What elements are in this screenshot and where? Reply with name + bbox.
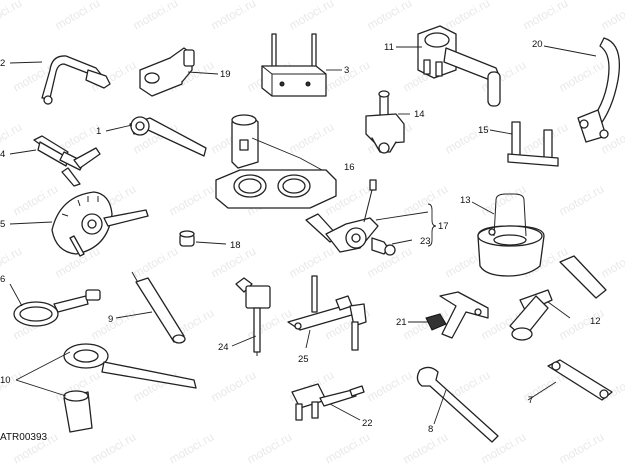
callout-7: 7	[528, 395, 533, 406]
callout-12: 12	[590, 316, 601, 327]
callout-3: 3	[344, 65, 349, 76]
tool-16-socket-ring	[215, 114, 337, 209]
watermark-text: motoci.ru	[365, 0, 415, 33]
tool-2-hook	[41, 55, 111, 105]
tool-1-flat-wrench	[129, 116, 207, 157]
callout-1: 1	[96, 126, 101, 137]
tool-10-nut-wrench	[63, 343, 197, 433]
callout-14: 14	[414, 109, 425, 120]
callout-10: 10	[0, 375, 11, 386]
tool-20-arc	[577, 37, 621, 143]
tool-18-bushing	[179, 230, 195, 247]
tool-12-handle	[509, 255, 607, 341]
watermark-text: motoci.ru	[131, 244, 181, 281]
callout-16: 16	[344, 162, 355, 173]
watermark-text: motoci.ru	[245, 306, 295, 343]
tool-11-crank	[417, 25, 501, 107]
callout-21: 21	[396, 317, 407, 328]
tool-9-punch	[131, 271, 186, 344]
watermark-text: motoci.ru	[557, 182, 607, 219]
callout-17: 17	[438, 221, 449, 232]
tool-14-puller	[365, 90, 405, 154]
watermark-text: motoci.ru	[557, 58, 607, 95]
tool-6-strap-wrench	[13, 289, 101, 327]
callout-8: 8	[428, 424, 433, 435]
watermark-text: motoci.ru	[401, 430, 451, 467]
leader-lines	[9, 45, 597, 425]
watermark-text: motoci.ru	[599, 244, 625, 281]
tool-15-plates	[507, 121, 559, 167]
tool-19-socket	[139, 47, 195, 97]
watermark-text: motoci.ru	[209, 0, 259, 33]
watermark-text: motoci.ru	[0, 368, 24, 405]
watermark-text: motoci.ru	[443, 0, 493, 33]
watermark-text: motoci.ru	[167, 430, 217, 467]
tool-4-t-handle	[33, 135, 101, 187]
watermark-text: motoci.ru	[89, 430, 139, 467]
tool-3-bracket	[261, 33, 327, 97]
watermark-text: motoci.ru	[131, 0, 181, 33]
watermark-text: motoci.ru	[287, 0, 337, 33]
tool-7-flat-bar	[547, 359, 613, 401]
tool-21-angle-bracket	[425, 291, 489, 339]
watermark-text: motoci.ru	[11, 182, 61, 219]
callout-2: 2	[0, 58, 5, 69]
watermark-text: motoci.ru	[89, 306, 139, 343]
callout-18: 18	[230, 240, 241, 251]
callout-20: 20	[532, 39, 543, 50]
tool-13-drum-puller	[477, 193, 545, 277]
tool-25-bridge-gauge	[287, 275, 367, 351]
callout-19: 19	[220, 69, 231, 80]
callout-13: 13	[460, 195, 471, 206]
watermark-text: motoci.ru	[365, 368, 415, 405]
watermark-text: motoci.ru	[245, 430, 295, 467]
callout-4: 4	[0, 149, 5, 160]
watermark-text: motoci.ru	[0, 0, 24, 33]
watermark-text: motoci.ru	[323, 58, 373, 95]
watermark-text: motoci.ru	[209, 368, 259, 405]
callout-23: 23	[420, 236, 431, 247]
callout-22: 22	[362, 418, 373, 429]
watermark-text: motoci.ru	[323, 430, 373, 467]
watermark-text: motoci.ru	[287, 120, 337, 157]
watermark-text: motoci.ru	[53, 0, 103, 33]
callout-25: 25	[298, 354, 309, 365]
callout-9: 9	[108, 314, 113, 325]
watermark-text: motoci.ru	[557, 430, 607, 467]
watermark-text: motoci.ru	[479, 182, 529, 219]
callout-6: 6	[0, 274, 5, 285]
callout-5: 5	[0, 219, 5, 230]
callout-24: 24	[218, 342, 229, 353]
watermark-text: motoci.ru	[401, 182, 451, 219]
tool-22-clamp	[291, 383, 365, 421]
tool-8-open-wrench	[416, 366, 499, 443]
callout-labels: 2 1 3 4 5 6 7 8 9 10 11 12 13 14 15 16 1…	[0, 39, 601, 435]
tool-5-degree-wheel	[51, 191, 149, 257]
callout-11: 11	[384, 42, 394, 53]
watermark-text: motoci.ru	[167, 182, 217, 219]
watermark-text: motoci.ru	[287, 244, 337, 281]
callout-15: 15	[478, 125, 489, 136]
watermark-text: motoci.ru	[521, 0, 571, 33]
tool-17-23-timing-tool	[305, 179, 396, 256]
watermark-text: motoci.ru	[599, 0, 625, 33]
drawing-code: ATR00393	[0, 432, 48, 443]
tool-24-pin-tool	[235, 277, 271, 356]
